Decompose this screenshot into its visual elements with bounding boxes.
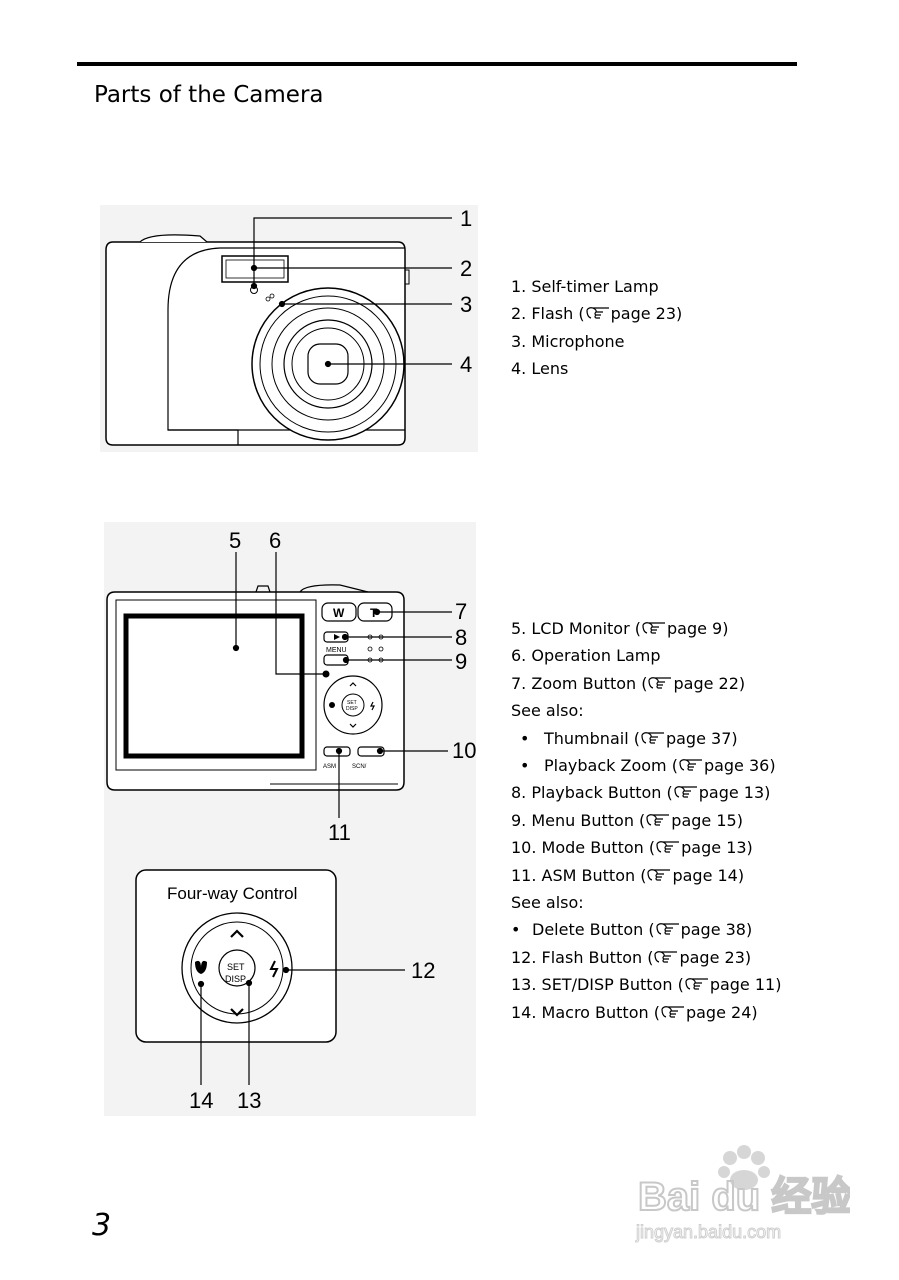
back-parts-list: 5. LCD Monitor ( page 9) 6. Operation Lamp… (511, 615, 781, 1026)
item-text: 11. ASM Button ( (511, 865, 647, 885)
front-list-item: 2. Flash ( page 23) (511, 300, 682, 327)
item-text: 4. Lens (511, 359, 569, 379)
back-list-item: 7. Zoom Button ( page 22) (511, 670, 781, 697)
watermark-brand: Bai du 经验 (638, 1175, 850, 1219)
back-list-item: 11. ASM Button ( page 14) (511, 862, 781, 889)
callout-8: 8 (455, 625, 467, 650)
callout-10: 10 (452, 738, 476, 763)
item-text: 1. Self-timer Lamp (511, 277, 659, 296)
callout-7: 7 (455, 599, 467, 624)
back-list-item: See also: (511, 889, 781, 916)
page-reference-link[interactable]: page 11) (709, 975, 782, 995)
pointing-hand-icon (654, 951, 678, 963)
item-text: 7. Zoom Button ( (511, 673, 648, 693)
back-list-item: 13. SET/DISP Button ( page 11) (511, 971, 781, 998)
page-reference-link[interactable]: page 13) (698, 783, 771, 803)
page-title: Parts of the Camera (94, 82, 324, 108)
page-reference-link[interactable]: page 23) (610, 304, 683, 324)
page-reference-link[interactable]: page 36) (703, 756, 776, 776)
pointing-hand-icon (646, 813, 670, 826)
set-label: SET (227, 962, 245, 972)
page-reference-link[interactable]: page 23) (679, 947, 752, 967)
pointing-hand-icon (586, 307, 609, 320)
page-reference-link[interactable]: page 22) (673, 673, 746, 693)
bullet: • (511, 920, 521, 940)
item-text: Delete Button ( (532, 920, 655, 940)
callout-13: 13 (237, 1088, 261, 1113)
small-set-label: SET (347, 700, 357, 706)
callout-2: 2 (460, 256, 472, 281)
page-reference-link[interactable]: page 15) (671, 810, 743, 830)
item-text: 6. Operation Lamp (511, 646, 661, 666)
callout-12: 12 (411, 958, 435, 983)
back-list-item: • Playback Zoom ( page 36) (511, 752, 781, 779)
pointing-hand-icon (641, 731, 664, 744)
item-text: Playback Zoom ( (544, 756, 678, 776)
asm-label: ASM (323, 764, 336, 770)
callout-1: 1 (460, 206, 472, 231)
item-text: 3. Microphone (511, 331, 625, 351)
item-text: 9. Menu Button ( (511, 810, 646, 830)
item-text: Thumbnail ( (544, 728, 640, 748)
callout-14: 14 (189, 1088, 213, 1113)
page-number: 3 (92, 1208, 112, 1243)
front-list-item: 3. Microphone (511, 328, 682, 355)
zoom-w-label: W (333, 606, 345, 620)
front-list-item: 4. Lens (511, 355, 682, 382)
front-list-item: 1. Self-timer Lamp (511, 273, 682, 300)
scn-label: SCN/ (352, 764, 367, 770)
pointing-hand-icon (655, 923, 679, 936)
bullet: • (520, 756, 530, 776)
back-list-item: 6. Operation Lamp (511, 642, 781, 669)
callout-3: 3 (460, 292, 472, 317)
item-text: 8. Playback Button ( (511, 783, 673, 803)
back-list-item: • Thumbnail ( page 37) (511, 725, 781, 752)
pointing-hand-icon (648, 676, 672, 689)
callout-9: 9 (455, 649, 467, 674)
back-list-item: See also: (511, 697, 781, 724)
callout-6: 6 (269, 528, 281, 553)
baidu-watermark: Bai du 经验 jingyan.baidu.com (635, 1145, 850, 1243)
item-text: See also: (511, 701, 584, 721)
pointing-hand-icon (674, 786, 697, 799)
watermark-url: jingyan.baidu.com (635, 1222, 781, 1242)
back-list-item: 10. Mode Button ( page 13) (511, 834, 781, 861)
item-text: See also: (511, 893, 584, 913)
callout-4: 4 (460, 352, 472, 377)
page-reference-link[interactable]: page 14) (672, 865, 745, 885)
back-list-item: 14. Macro Button ( page 24) (511, 999, 781, 1026)
zoom-t-label: T (370, 606, 378, 620)
callout-5: 5 (229, 528, 241, 553)
pointing-hand-icon (656, 841, 680, 853)
item-text: 12. Flash Button ( (511, 947, 654, 967)
page-reference-link[interactable]: page 9) (667, 619, 729, 638)
item-text: 5. LCD Monitor ( (511, 619, 641, 638)
menu-label: MENU (326, 647, 347, 654)
top-rule (77, 62, 797, 66)
back-list-item: 8. Playback Button ( page 13) (511, 779, 781, 806)
back-list-item: 5. LCD Monitor ( page 9) (511, 615, 781, 642)
page-reference-link[interactable]: page 13) (681, 838, 753, 858)
item-text: 14. Macro Button ( (511, 1002, 660, 1022)
pointing-hand-icon (647, 868, 671, 881)
pointing-hand-icon (685, 978, 708, 990)
fourway-title: Four-way Control (167, 884, 297, 903)
back-list-item: • Delete Button ( page 38) (511, 916, 781, 943)
page-reference-link[interactable]: page 37) (665, 728, 738, 748)
front-parts-list: 1. Self-timer Lamp 2. Flash ( page 23) 3. M… (511, 273, 682, 383)
pointing-hand-icon (642, 622, 665, 634)
pointing-hand-icon (679, 759, 702, 771)
pointing-hand-icon (661, 1005, 684, 1018)
disp-label: DISP (225, 974, 246, 984)
small-disp-label: DISP (346, 706, 358, 712)
callout-11: 11 (328, 820, 351, 845)
item-text: 10. Mode Button ( (511, 838, 656, 858)
page-reference-link[interactable]: page 38) (680, 920, 753, 940)
back-list-item: 12. Flash Button ( page 23) (511, 944, 781, 971)
bullet: • (520, 728, 530, 748)
back-list-item: 9. Menu Button ( page 15) (511, 807, 781, 834)
item-text: 2. Flash ( (511, 304, 585, 324)
item-text: 13. SET/DISP Button ( (511, 975, 684, 995)
page-reference-link[interactable]: page 24) (685, 1002, 758, 1022)
